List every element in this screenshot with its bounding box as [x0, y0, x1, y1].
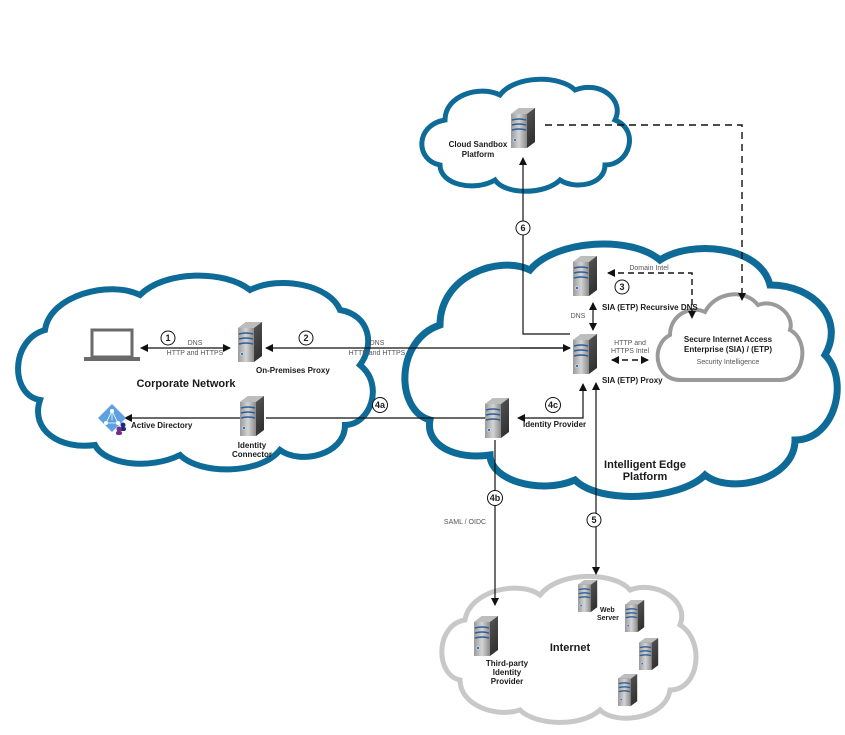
- https-intel-label-1: HTTP and: [614, 340, 646, 347]
- edge-sandbox-sia: [545, 124, 746, 301]
- edge-6: [519, 157, 570, 335]
- web-server-3-icon: [638, 637, 659, 671]
- third-party-idp-label-1: Third-party: [486, 659, 529, 668]
- step-2: 2: [303, 333, 308, 343]
- domain-intel-label: Domain Intel: [629, 265, 669, 272]
- identity-connector-label-2: Connector: [232, 450, 272, 459]
- recursive-dns-label: SIA (ETP) Recursive DNS: [602, 303, 698, 312]
- edge-platform-label-1: Intelligent Edge: [604, 459, 686, 471]
- sia-proxy-label: SIA (ETP) Proxy: [602, 376, 663, 385]
- edge-domain-intel: [607, 269, 696, 319]
- step-6: 6: [520, 223, 525, 233]
- sia-sublabel: Security Intelligence: [697, 359, 760, 366]
- identity-connector-label-1: Identity: [238, 441, 267, 450]
- edge-2-dns-label: DNS: [370, 340, 385, 347]
- https-intel-label-2: HTTPS Intel: [611, 348, 650, 355]
- web-server-4-icon: [617, 673, 638, 707]
- sandbox-server-icon: [510, 107, 536, 149]
- identity-provider-server-icon: [484, 397, 510, 439]
- edge-1-https-label: HTTP and HTTPS: [167, 350, 224, 357]
- step-3: 3: [619, 282, 624, 292]
- step-4a: 4a: [375, 400, 386, 410]
- web-server-icon: [577, 579, 598, 613]
- sia-label-1: Secure Internet Access: [684, 335, 773, 344]
- internet-label: Internet: [550, 642, 591, 654]
- identity-connector-server-icon: [239, 395, 265, 437]
- edge-1-dns-label: DNS: [188, 340, 203, 347]
- step-5: 5: [591, 515, 596, 525]
- saml-oidc-label: SAML / OIDC: [444, 519, 486, 526]
- step-4c: 4c: [548, 400, 558, 410]
- edge-platform-label-2: Platform: [623, 471, 668, 483]
- recursive-dns-server-icon: [572, 255, 598, 297]
- edge-2-https-label: HTTP and HTTPS: [349, 350, 406, 357]
- web-server-label-2: Server: [597, 615, 619, 622]
- sandbox-label-2: Platform: [462, 150, 494, 159]
- identity-provider-label: Identity Provider: [523, 420, 586, 429]
- sia-proxy-server-icon: [572, 333, 598, 375]
- on-prem-proxy-server-icon: [237, 321, 263, 363]
- dns-internal-label: DNS: [571, 313, 586, 320]
- on-prem-proxy-label: On-Premises Proxy: [256, 366, 330, 375]
- third-party-idp-label-3: Provider: [491, 677, 523, 686]
- web-server-label-1: Web: [600, 607, 615, 614]
- sia-label-2: Enterprise (SIA) / (ETP): [684, 345, 772, 354]
- edge-4c: [517, 383, 587, 422]
- laptop-icon: [84, 328, 140, 361]
- active-directory-label: Active Directory: [131, 421, 193, 430]
- step-badges: [160, 220, 630, 528]
- active-directory-icon: [98, 404, 126, 435]
- third-party-idp-server-icon: [473, 615, 499, 657]
- step-4b: 4b: [490, 493, 501, 503]
- corporate-network-label: Corporate Network: [136, 378, 236, 390]
- web-server-2-icon: [624, 599, 645, 633]
- step-1: 1: [165, 333, 170, 343]
- third-party-idp-label-2: Identity: [493, 668, 522, 677]
- sandbox-label-1: Cloud Sandbox: [449, 140, 508, 149]
